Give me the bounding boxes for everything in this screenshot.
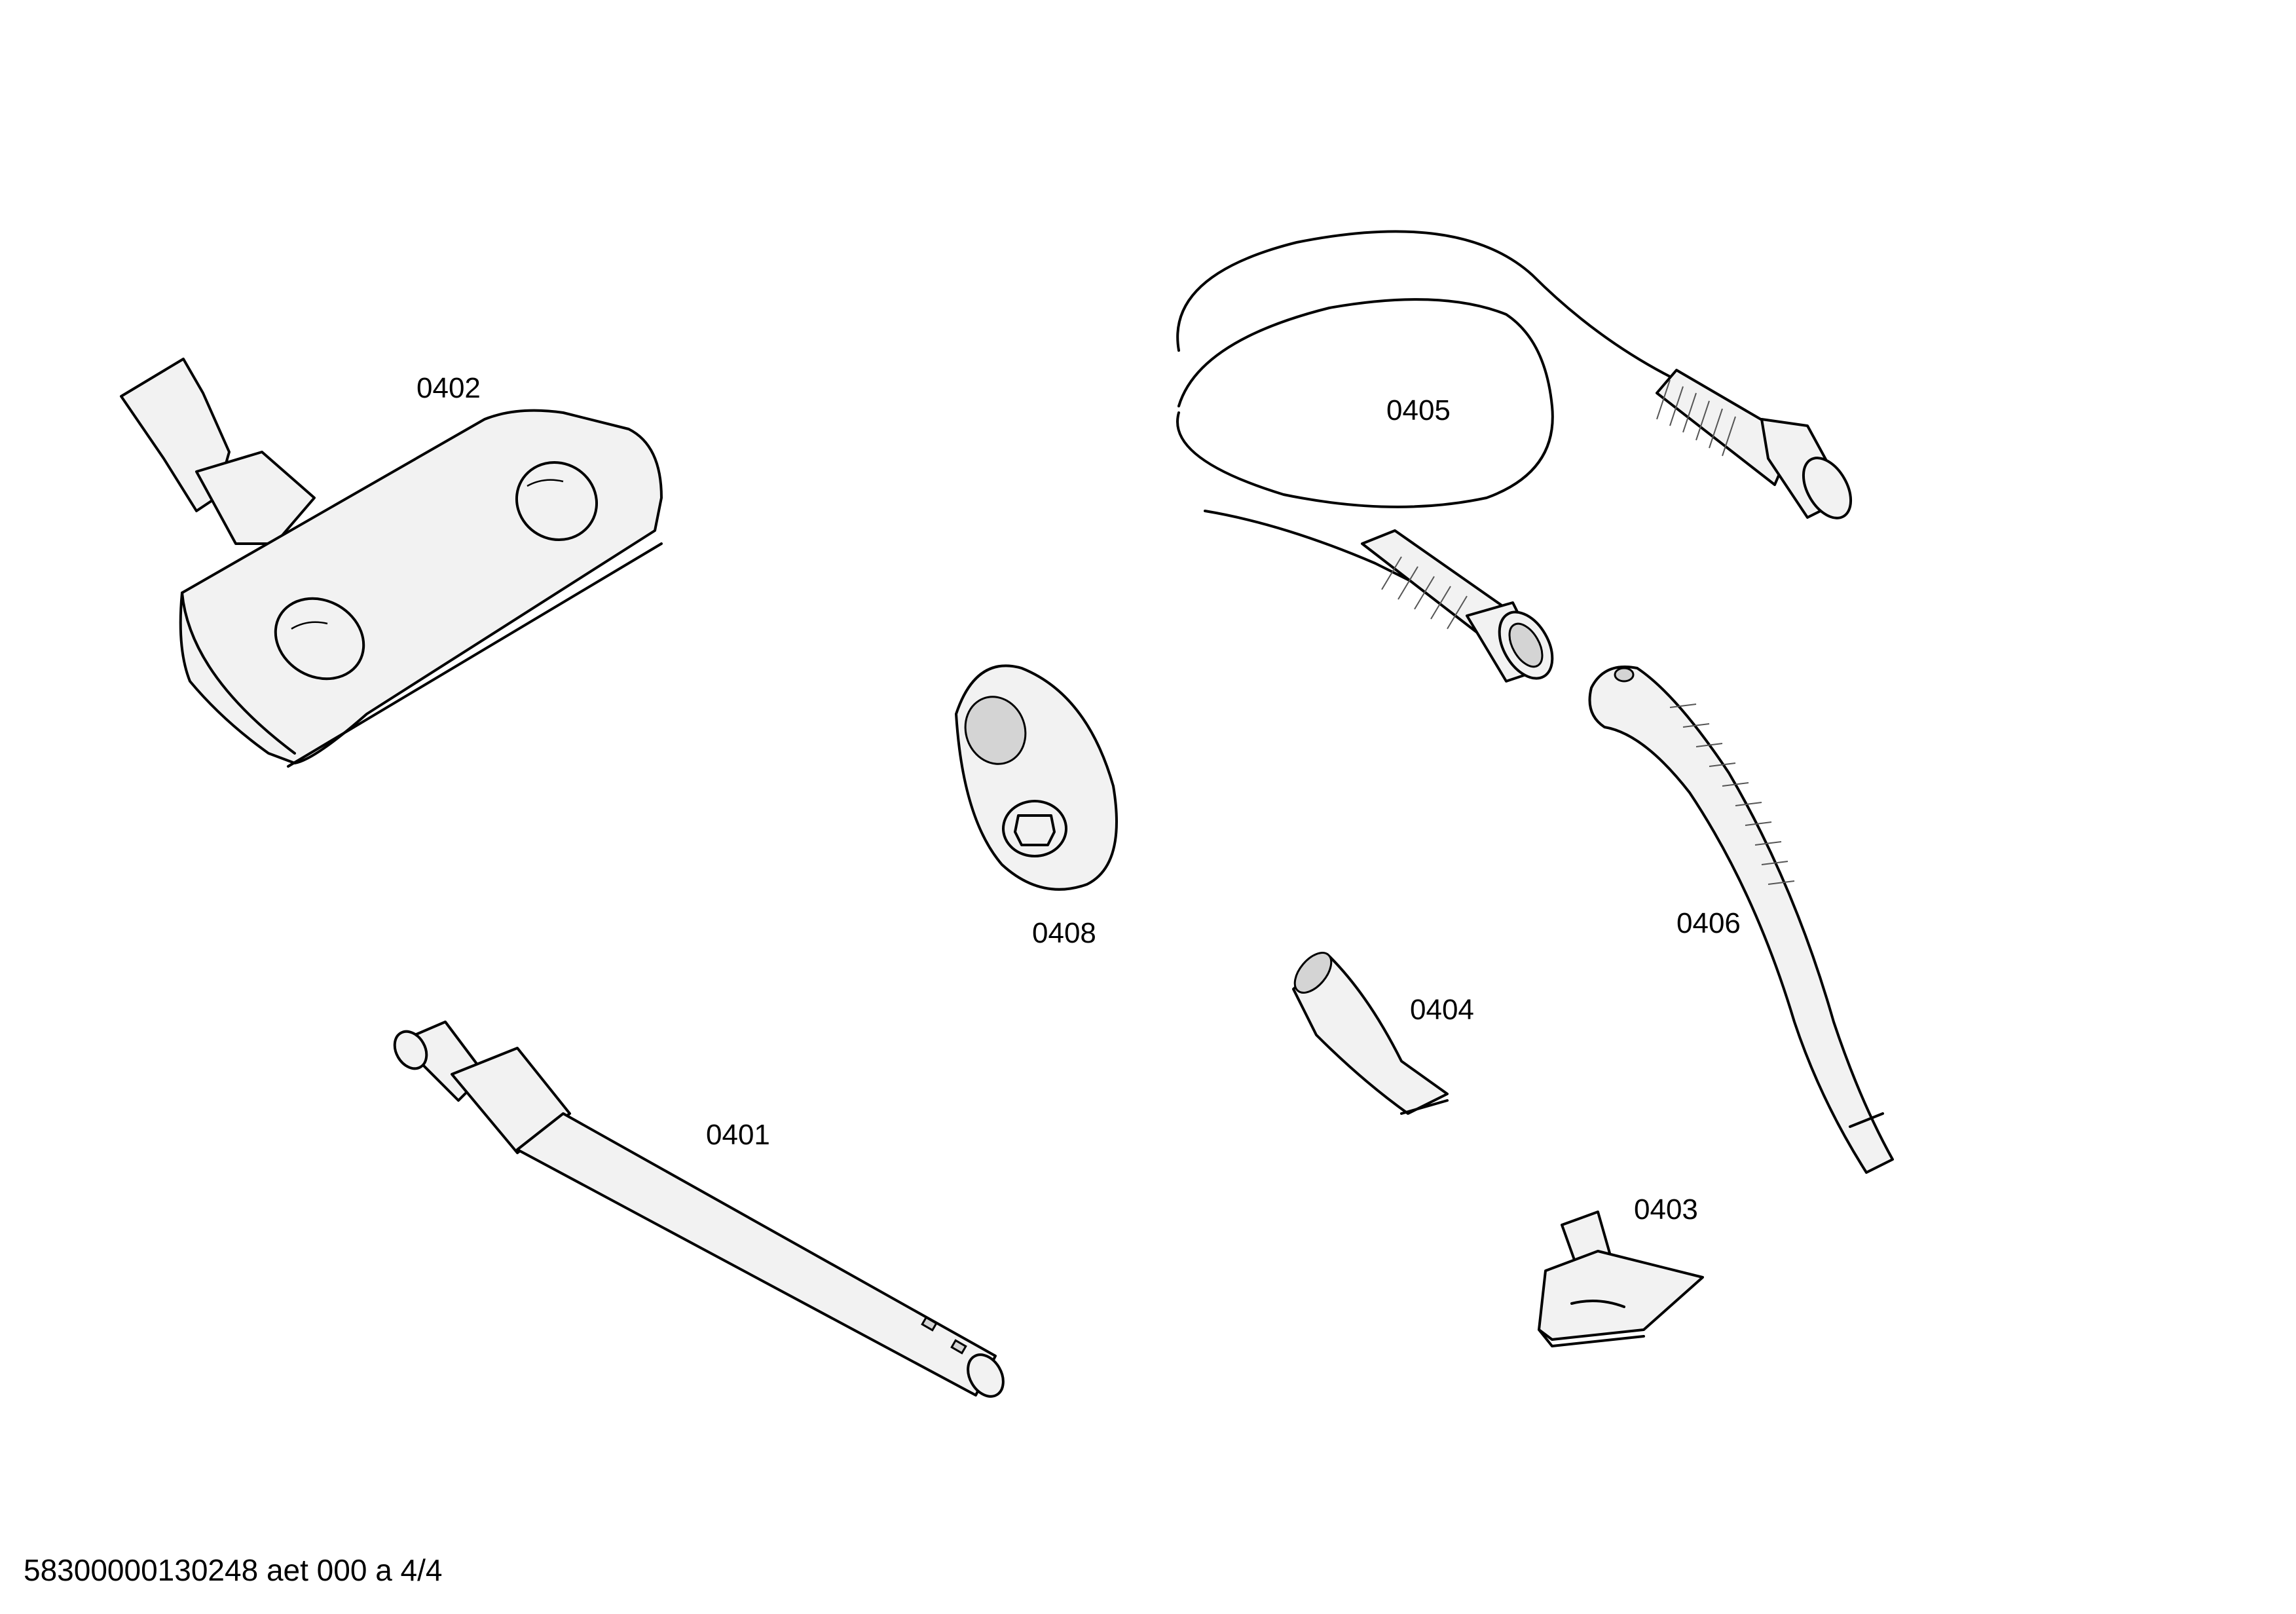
part-0408-filter-cover [955, 664, 1118, 891]
part-0403-upholstery-nozzle [1538, 1210, 1704, 1347]
part-0406-handle [1588, 666, 1894, 1174]
part-0404-crevice-nozzle [1292, 952, 1449, 1115]
label-0401: 0401 [706, 1119, 770, 1151]
label-0405: 0405 [1386, 394, 1451, 426]
label-0404: 0404 [1410, 994, 1474, 1026]
part-0401-telescopic-tube [393, 1021, 1005, 1398]
label-0408: 0408 [1032, 917, 1096, 949]
part-0405-suction-hose [1176, 230, 1853, 683]
document-id: 58300000130248 aet 000 a 4/4 [24, 1553, 443, 1587]
part-0402-floor-nozzle [120, 358, 663, 768]
label-0402: 0402 [417, 372, 481, 404]
label-0403: 0403 [1634, 1193, 1698, 1226]
label-0406: 0406 [1676, 907, 1741, 939]
